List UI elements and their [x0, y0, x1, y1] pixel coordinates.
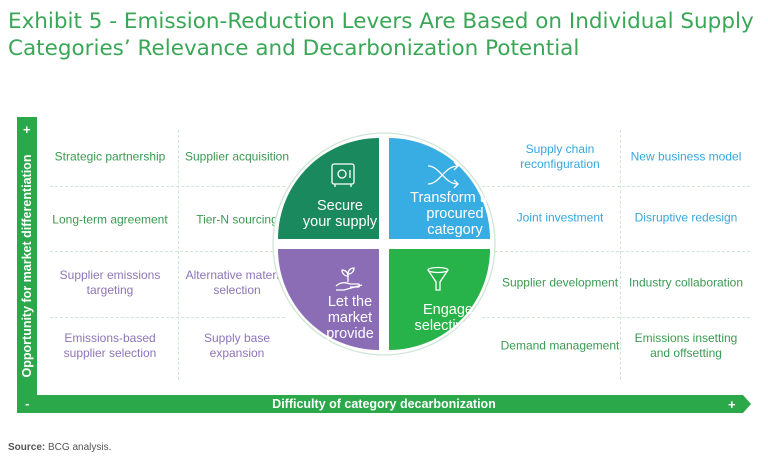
lever-supply-chain-reconfiguration: Supply chain reconfiguration: [520, 142, 600, 171]
lever-supplier-development: Supplier development: [501, 275, 619, 290]
lever-emissions-insetting-and-offsetting: Emissions insetting and offsetting: [634, 331, 738, 360]
lever-supplier-emissions-targeting: Supplier emissions targeting: [59, 268, 161, 297]
lever-new-business-model: New business model: [630, 149, 742, 164]
exhibit-title: Exhibit 5 - Emission-Reduction Levers Ar…: [8, 9, 754, 61]
hand-plant-icon: [335, 267, 363, 291]
quadrant-top-right-label: Transform the procured category: [410, 190, 500, 238]
lever-strategic-partnership: Strategic partnership: [54, 149, 166, 164]
quadrant-bottom-left-label: Let the market provide: [326, 294, 374, 342]
divider-h3: [50, 317, 285, 318]
x-axis-label: Difficulty of category decarbonization: [272, 397, 496, 411]
x-axis-bar: [17, 395, 751, 413]
lever-joint-investment: Joint investment: [516, 210, 604, 225]
quadrant-circle: [272, 132, 496, 356]
y-axis-minus: -: [25, 396, 30, 411]
quadrant-top-left-shape: [278, 138, 379, 239]
source-note: Source: BCG analysis.: [8, 442, 111, 453]
quadrant-bottom-right-label: Engage selectively: [414, 302, 482, 334]
divider-h4: [482, 186, 750, 187]
quadrant-top-right-shape: [389, 138, 490, 239]
quadrant-top-left-label: Secure your supply: [302, 198, 378, 230]
shuffle-arrows-icon: [427, 161, 459, 189]
divider-h1: [50, 186, 285, 187]
divider-h2: [50, 251, 278, 252]
y-axis-bar: [17, 117, 37, 413]
lever-supply-base-expansion: Supply base expansion: [203, 331, 271, 360]
y-axis-plus: +: [23, 122, 31, 137]
safe-icon: [331, 163, 355, 187]
divider-v2: [620, 130, 621, 380]
x-axis-plus: +: [728, 397, 736, 412]
lever-industry-collaboration: Industry collaboration: [628, 275, 744, 290]
lever-emissions-based-supplier-selection: Emissions-based supplier selection: [63, 331, 157, 360]
lever-alternative-material-selection: Alternative material selection: [185, 268, 289, 297]
quadrant-bottom-right-shape: [389, 249, 490, 350]
source-text: BCG analysis.: [45, 442, 112, 453]
source-label: Source:: [8, 442, 46, 453]
funnel-icon: [427, 266, 449, 291]
divider-v1: [178, 130, 179, 380]
y-axis-label: Opportunity for market differentiation: [20, 154, 34, 378]
lever-disruptive-redesign: Disruptive redesign: [634, 210, 738, 225]
quadrant-bottom-left-shape: [278, 249, 379, 350]
divider-h6: [482, 317, 750, 318]
lever-tier-n-sourcing: Tier-N sourcing: [196, 212, 278, 227]
lever-long-term-agreement: Long-term agreement: [52, 212, 168, 227]
lever-supplier-acquisition: Supplier acquisition: [184, 149, 290, 164]
lever-demand-management: Demand management: [500, 338, 620, 353]
